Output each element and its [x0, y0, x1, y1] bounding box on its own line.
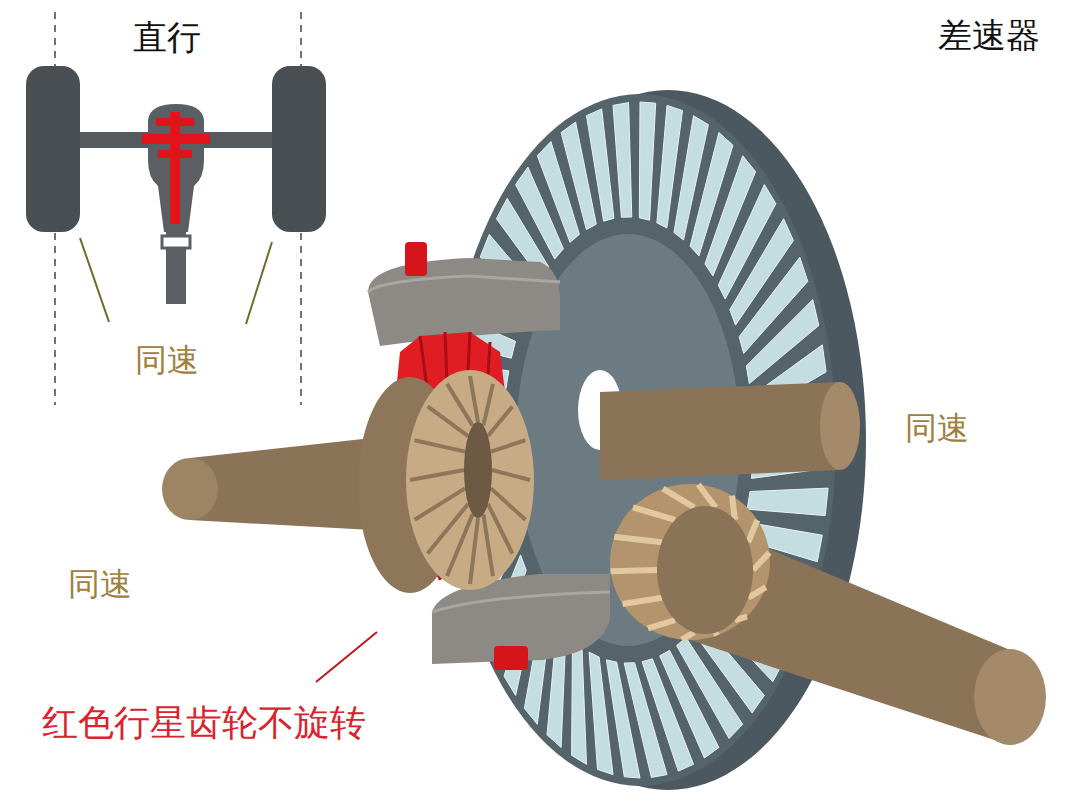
pinion-tooth [648, 620, 675, 628]
side-tooth [491, 440, 525, 451]
pinion-tooth [732, 496, 735, 520]
pinion-tooth [753, 553, 769, 570]
side-tooth [415, 440, 465, 451]
pinion-tooth [611, 570, 657, 571]
speed-label: 同速 [135, 342, 199, 379]
pinion-tooth [716, 632, 717, 635]
side-tooth [488, 406, 513, 436]
side-tooth [470, 376, 478, 422]
ring-tooth [589, 652, 613, 775]
pinion-tooth [698, 484, 715, 507]
diagram-title: 差速器 [938, 16, 1040, 55]
speed-label: 同速 [905, 410, 969, 447]
speed-label: 同速 [68, 566, 132, 603]
side-tooth [491, 488, 525, 519]
side-tooth [488, 504, 513, 554]
side-tooth [483, 384, 493, 426]
note-label: 红色行星齿轮不旋转 [42, 702, 366, 743]
pinion-tooth [663, 489, 694, 508]
side-tooth [470, 518, 478, 584]
ring-tooth [639, 102, 655, 220]
left-axle [162, 370, 534, 593]
ring-tooth [572, 640, 587, 764]
drive-pinion [610, 484, 1046, 745]
leader-line [316, 632, 377, 682]
side-tooth [428, 504, 469, 554]
side-tooth [415, 488, 465, 519]
pinion-tooth [633, 507, 675, 520]
inset-heading: 直行 [133, 18, 201, 57]
pinion-tooth [614, 537, 661, 542]
pinion-tooth [748, 520, 757, 542]
side-tooth [492, 470, 530, 480]
ring-tooth [613, 103, 632, 218]
right-axle [600, 382, 860, 480]
side-tooth [483, 514, 493, 576]
ring-tooth [747, 488, 828, 515]
side-tooth [410, 470, 464, 480]
side-tooth [447, 384, 473, 426]
ring-tooth [587, 109, 614, 221]
inset-car [26, 12, 326, 405]
pinion-tooth [682, 632, 695, 639]
pinion-tooth [623, 598, 662, 604]
